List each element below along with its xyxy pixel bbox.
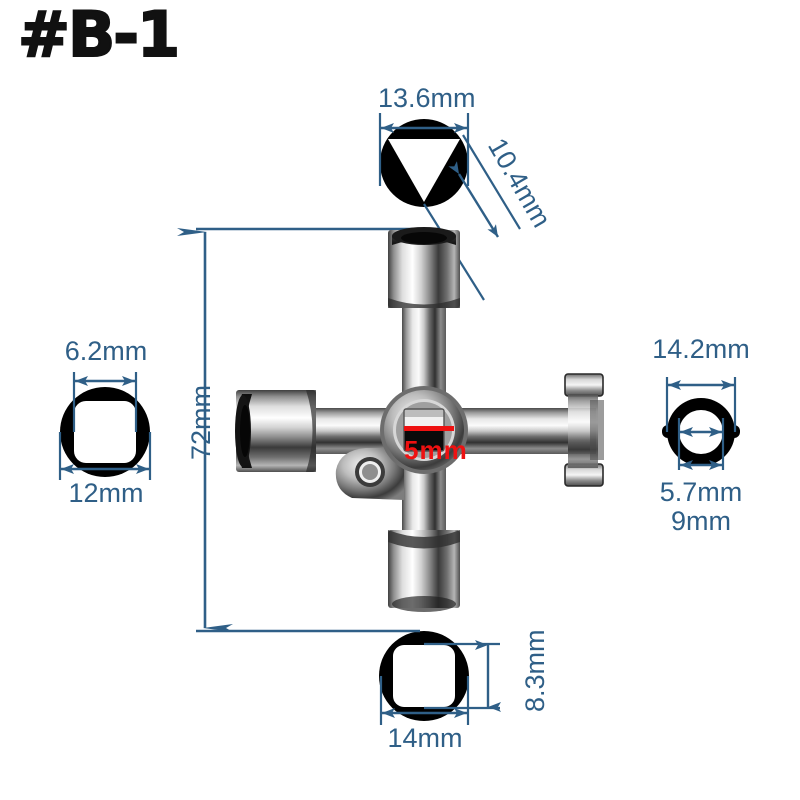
wrench-head-top	[388, 227, 460, 308]
dim-label-left-inner: 6.2mm	[64, 336, 148, 366]
wrench-tip-right	[564, 373, 604, 487]
dim-label-right-tab: 9mm	[671, 506, 731, 536]
center-socket-marker-line	[404, 426, 454, 431]
dim-left-outer	[58, 432, 152, 480]
profile-bottom-square	[379, 631, 469, 721]
dim-label-left-outer: 12mm	[68, 478, 144, 508]
dim-label-bottom-height: 8.3mm	[520, 629, 550, 712]
dim-bottom-height	[424, 640, 501, 712]
dim-label-overall-height: 72mm	[186, 384, 216, 460]
dim-right-inner	[677, 418, 725, 470]
center-socket-label: 5mm	[404, 435, 468, 465]
page-title: #B-1	[17, 0, 181, 71]
wrench-head-left	[235, 390, 316, 472]
cross-wrench-tool	[235, 227, 604, 612]
wrench-eyelet-lug	[335, 448, 404, 500]
dim-right-outer	[665, 377, 737, 432]
dim-left-inner	[72, 372, 138, 432]
dim-label-right-outer: 14.2mm	[652, 334, 750, 364]
profile-left-square	[60, 387, 150, 477]
dim-bottom-width	[379, 676, 470, 725]
dim-overall-height	[177, 227, 420, 633]
dim-label-bottom-width: 14mm	[387, 723, 463, 753]
profile-top-triangle	[380, 119, 468, 207]
dim-label-top-width: 13.6mm	[378, 83, 476, 113]
dim-label-right-inner: 5.7mm	[659, 477, 743, 507]
wrench-head-bottom	[388, 530, 460, 612]
